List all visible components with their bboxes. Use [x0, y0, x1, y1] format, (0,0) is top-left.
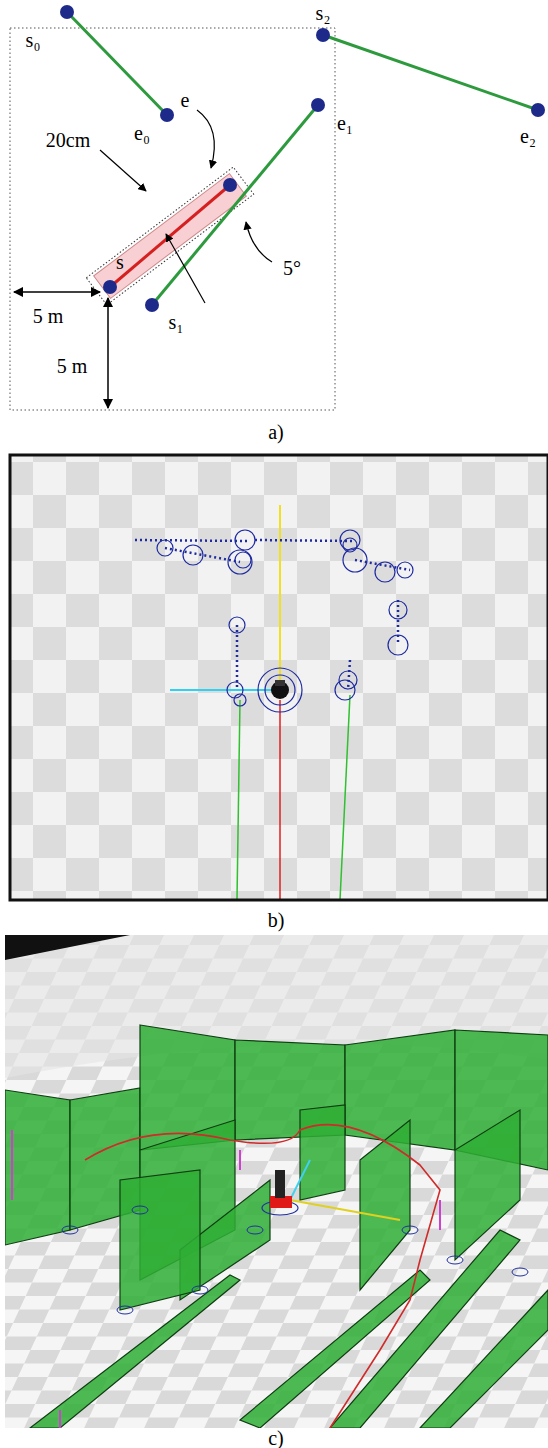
panel-a: [10, 5, 545, 410]
panel-label: a): [268, 421, 284, 443]
point-label: e₂: [520, 125, 536, 147]
point-label: s₀: [26, 29, 41, 51]
point-label: e₁: [337, 112, 353, 134]
point-label: s₁: [169, 311, 184, 333]
point-label: s: [116, 251, 124, 273]
dimension-label: 5 m: [57, 355, 88, 377]
dimension-label: 5 m: [33, 305, 64, 327]
angle-label: 5°: [283, 257, 301, 279]
panel-b: [10, 455, 548, 900]
panel-label: c): [268, 1427, 284, 1448]
point-label: s₂: [316, 2, 331, 24]
point-label: e₀: [134, 122, 150, 144]
point-label: e: [181, 89, 190, 111]
panel-c: [5, 935, 548, 1428]
dimension-label: 20cm: [46, 129, 90, 151]
panel-label: b): [268, 909, 285, 931]
